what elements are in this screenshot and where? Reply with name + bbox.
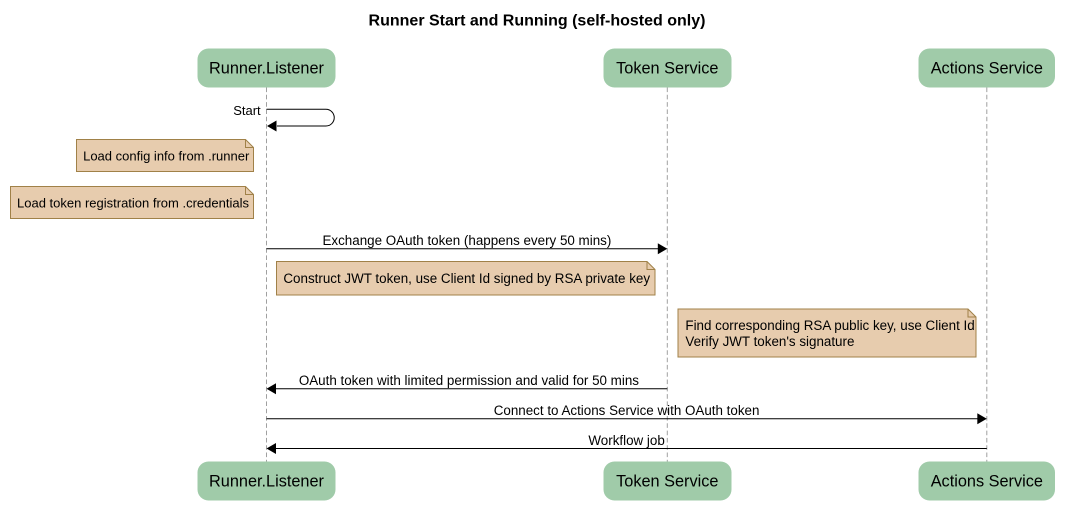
svg-text:Runner.Listener: Runner.Listener — [209, 60, 325, 78]
svg-text:Token Service: Token Service — [616, 473, 718, 491]
svg-text:Verify JWT token's signature: Verify JWT token's signature — [685, 334, 854, 349]
svg-text:Runner Start and Running (self: Runner Start and Running (self-hosted on… — [369, 13, 706, 30]
svg-text:Token Service: Token Service — [616, 60, 718, 78]
svg-text:Actions Service: Actions Service — [931, 60, 1043, 78]
svg-text:Actions Service: Actions Service — [931, 473, 1043, 491]
svg-text:Find corresponding RSA public: Find corresponding RSA public key, use C… — [685, 318, 974, 333]
svg-text:Start: Start — [233, 103, 261, 118]
svg-text:Runner.Listener: Runner.Listener — [209, 473, 325, 491]
svg-text:Connect to Actions Service wit: Connect to Actions Service with OAuth to… — [494, 403, 760, 418]
svg-text:Exchange OAuth token (happens: Exchange OAuth token (happens every 50 m… — [322, 233, 611, 248]
svg-text:OAuth token with limited permi: OAuth token with limited permission and … — [299, 373, 639, 388]
svg-text:Load token registration from .: Load token registration from .credential… — [17, 195, 249, 210]
svg-text:Workflow job: Workflow job — [588, 433, 664, 448]
svg-text:Load config info from .runner: Load config info from .runner — [83, 148, 250, 163]
svg-text:Construct JWT token, use Clien: Construct JWT token, use Client Id signe… — [283, 271, 650, 286]
